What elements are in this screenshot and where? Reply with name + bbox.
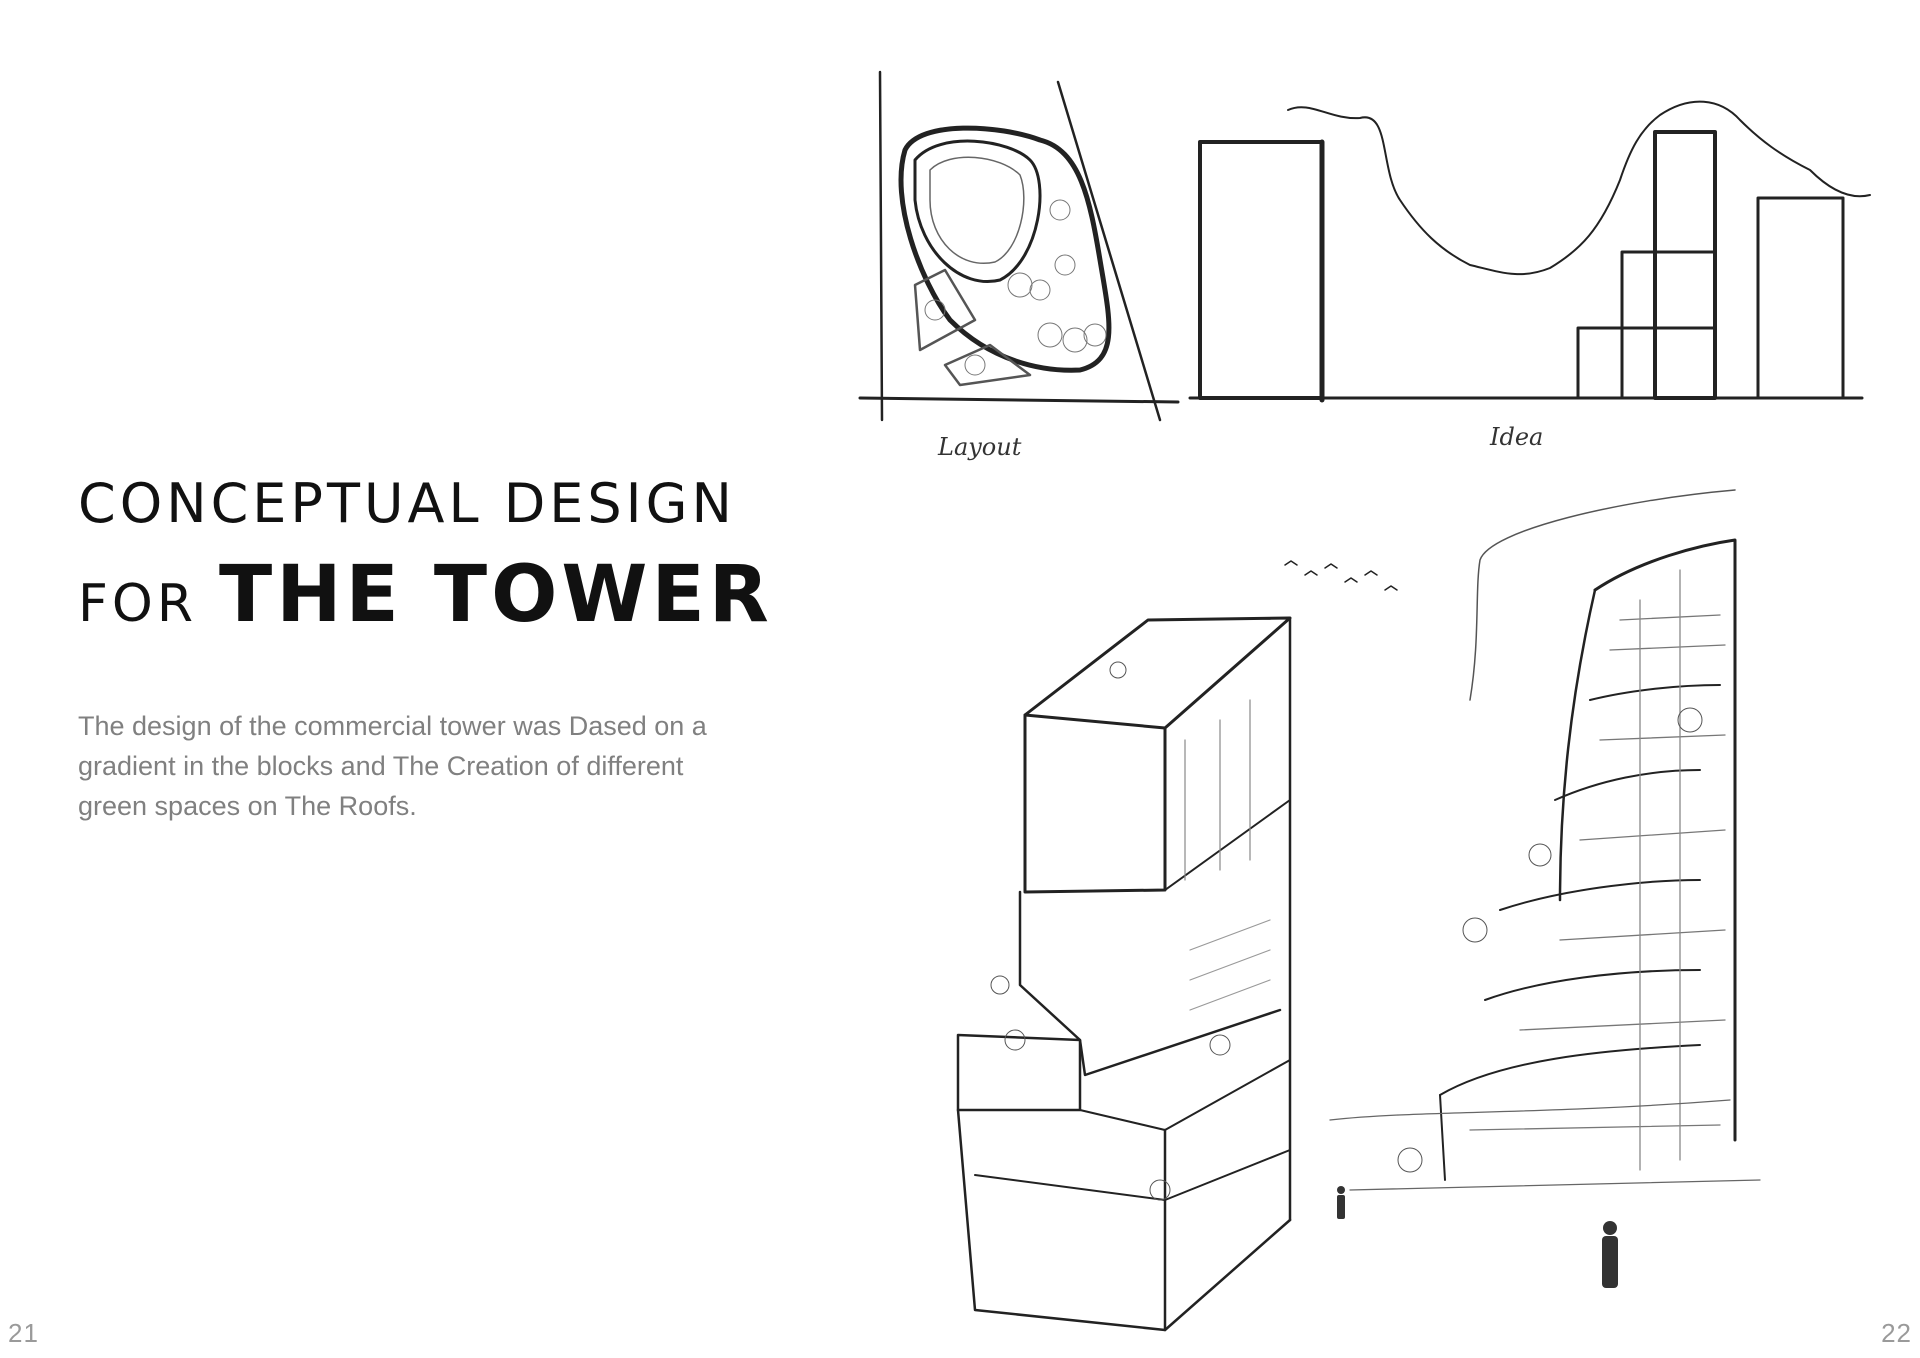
- left-tower-sketch: [956, 616, 1292, 1332]
- right-tower-sketch: [1329, 489, 1761, 1191]
- title-emphasis: THE TOWER: [218, 550, 773, 640]
- page-title-line1: CONCEPTUAL DESIGN: [78, 472, 736, 535]
- sketch-label-idea: Idea: [1489, 423, 1543, 451]
- sketch-label-layout: Layout: [937, 433, 1022, 461]
- page-number-right: 22: [1881, 1318, 1912, 1348]
- human-figures: [1337, 1186, 1618, 1288]
- idea-elevation-sketch: [1188, 100, 1871, 403]
- page-title-line2: FOR THE TOWER: [78, 550, 773, 640]
- birds-sketch: [1284, 560, 1398, 591]
- description-text: The design of the commercial tower was D…: [78, 711, 707, 821]
- layout-plan-sketch: [858, 70, 1180, 422]
- page-number-left: 21: [8, 1318, 39, 1348]
- title-prefix: FOR: [78, 574, 197, 634]
